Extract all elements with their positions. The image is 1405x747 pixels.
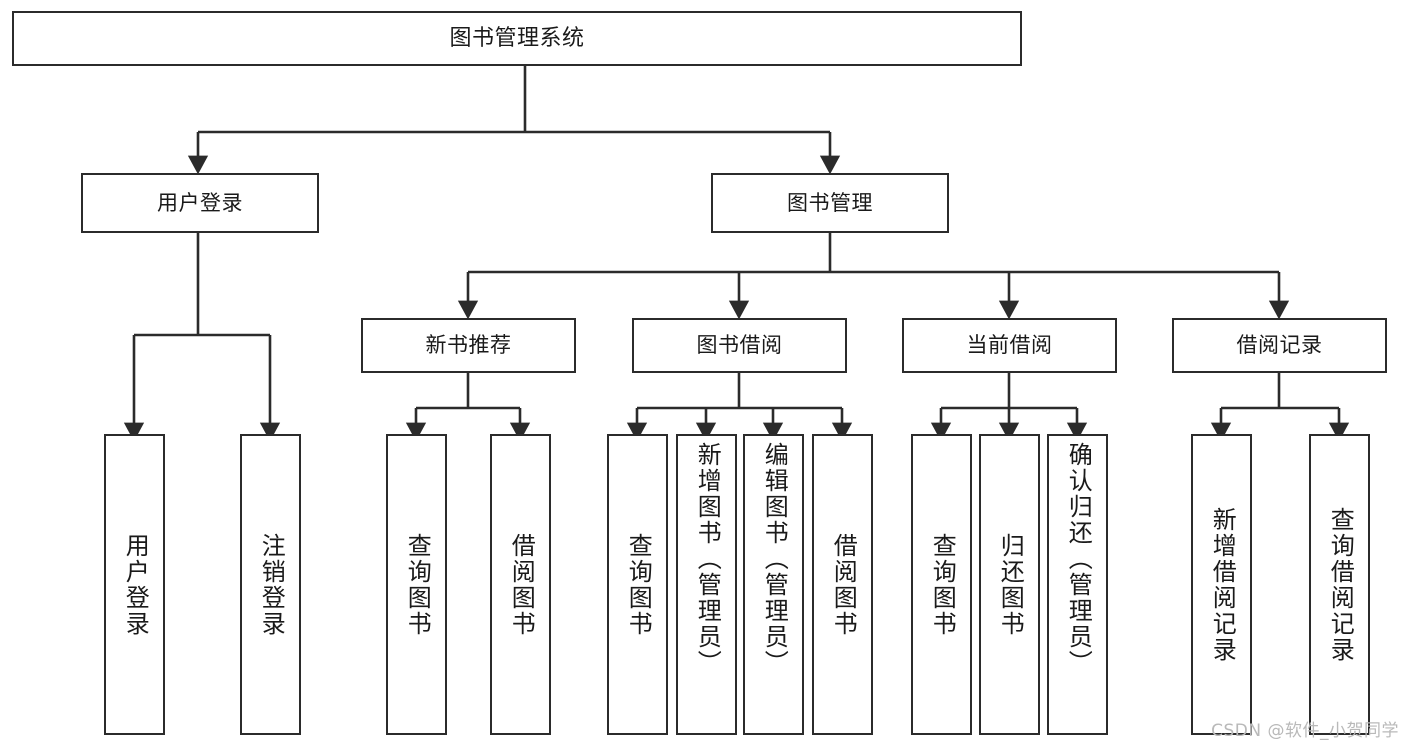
leaf-book-borrow-borrow-book[interactable]: 借阅图书 [812,434,873,735]
node-borrow-record[interactable]: 借阅记录 [1172,318,1387,373]
node-label: 借阅记录 [1236,333,1323,358]
node-current-borrow[interactable]: 当前借阅 [902,318,1117,373]
leaf-book-borrow-query-book[interactable]: 查询图书 [607,434,668,735]
node-label: 新书推荐 [425,333,512,358]
node-book-borrow[interactable]: 图书借阅 [632,318,847,373]
leaf-current-borrow-confirm-return-admin[interactable]: 确认归还（管理员） [1047,434,1108,735]
node-label: 新增图书（管理员） [693,442,722,676]
leaf-new-book-borrow-book[interactable]: 借阅图书 [490,434,551,735]
node-label: 查询图书 [624,532,653,637]
node-label: 当前借阅 [966,333,1053,358]
node-new-book-recommend[interactable]: 新书推荐 [361,318,576,373]
node-label: 查询图书 [928,532,957,637]
leaf-user-login-login[interactable]: 用户登录 [104,434,165,735]
leaf-current-borrow-return-book[interactable]: 归还图书 [979,434,1040,735]
leaf-book-borrow-edit-book-admin[interactable]: 编辑图书（管理员） [743,434,804,735]
node-book-management[interactable]: 图书管理 [711,173,949,233]
node-label: 图书管理系统 [449,25,585,51]
node-label: 确认归还（管理员） [1064,442,1093,676]
node-label: 归还图书 [996,532,1025,637]
node-root-system[interactable]: 图书管理系统 [12,11,1022,66]
csdn-watermark: CSDN @软件_小贺同学 [1211,721,1399,741]
leaf-user-login-logout[interactable]: 注销登录 [240,434,301,735]
leaf-new-book-query-book[interactable]: 查询图书 [386,434,447,735]
leaf-borrow-record-add-record[interactable]: 新增借阅记录 [1191,434,1252,735]
node-user-login[interactable]: 用户登录 [81,173,319,233]
node-label: 注销登录 [257,532,286,637]
node-label: 图书管理 [787,190,873,215]
leaf-book-borrow-add-book-admin[interactable]: 新增图书（管理员） [676,434,737,735]
node-label: 用户登录 [157,190,243,215]
node-label: 新增借阅记录 [1208,506,1237,663]
node-label: 图书借阅 [696,333,783,358]
node-label: 查询借阅记录 [1326,506,1355,663]
node-label: 编辑图书（管理员） [760,442,789,676]
leaf-current-borrow-query-book[interactable]: 查询图书 [911,434,972,735]
node-label: 用户登录 [121,532,150,637]
node-label: 借阅图书 [829,532,858,637]
leaf-borrow-record-query-record[interactable]: 查询借阅记录 [1309,434,1370,735]
node-label: 借阅图书 [507,532,536,637]
node-label: 查询图书 [403,532,432,637]
